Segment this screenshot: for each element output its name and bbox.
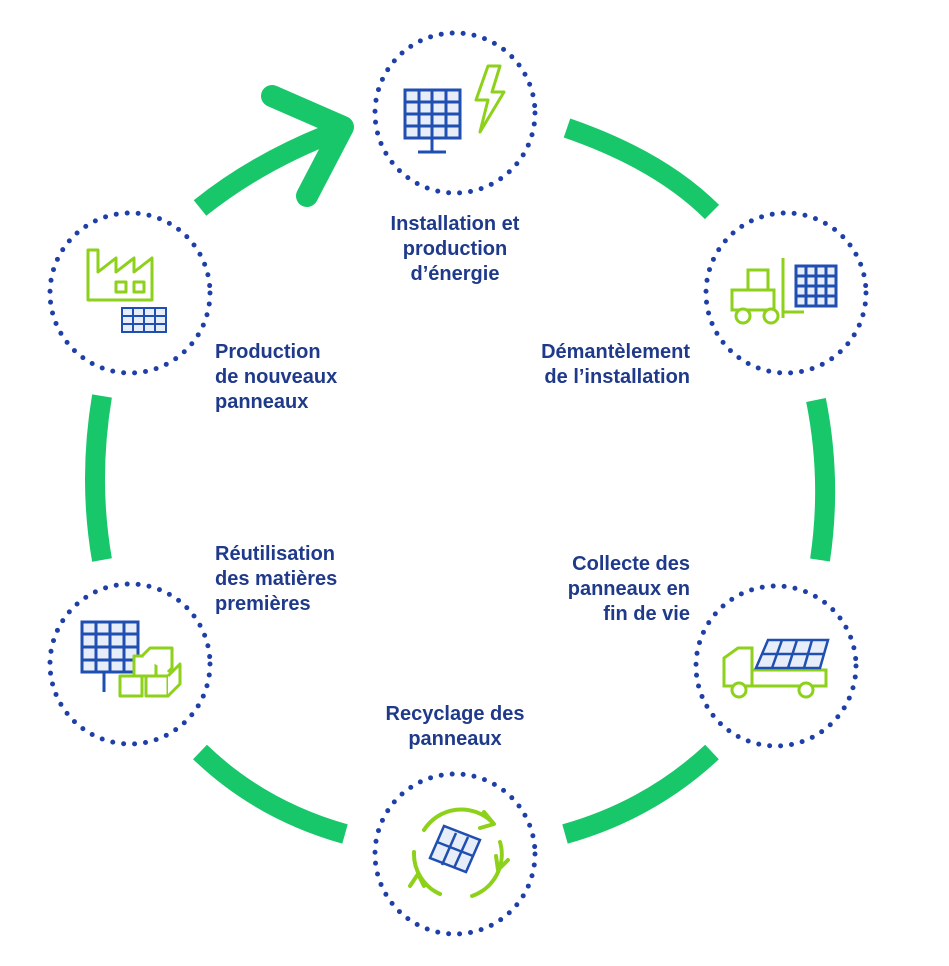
truck-solar-panels-icon — [722, 638, 830, 699]
arc-recycling-to-reuse — [193, 744, 348, 844]
label-reuse: Réutilisation des matières premières — [215, 542, 415, 617]
label-line: Collecte des — [572, 553, 690, 575]
solar-panel-materials-icon — [80, 620, 182, 698]
label-line: production — [402, 238, 508, 260]
label-line: de l’installation — [544, 366, 690, 388]
stage-circles — [47, 30, 869, 937]
circle-recycling — [372, 771, 538, 937]
circle-installation — [372, 30, 538, 196]
recycle-solar-panel-icon — [408, 807, 510, 898]
arc-reuse-to-production — [85, 394, 112, 562]
label-line: fin de vie — [603, 603, 690, 625]
circle-collection — [693, 583, 859, 749]
cycle-arcs — [85, 118, 836, 844]
label-line: des matières — [215, 568, 338, 590]
label-collection: Collecte des panneaux en fin de vie — [490, 552, 690, 627]
arc-production-to-installation — [193, 120, 344, 216]
forklift-solar-panel-icon — [730, 258, 838, 325]
label-production: Production de nouveaux panneaux — [215, 340, 415, 415]
circle-reuse — [47, 581, 213, 747]
cycle-arrowhead — [261, 85, 354, 207]
arc-dismantling-to-collection — [806, 398, 836, 562]
arc-installation-to-dismantling — [563, 118, 720, 220]
circle-production — [47, 210, 213, 376]
circle-dismantling — [703, 210, 869, 376]
arc-collection-to-recycling — [562, 744, 719, 844]
label-line: d’énergie — [410, 263, 500, 285]
label-line: Production — [215, 341, 321, 363]
label-installation: Installation et production d’énergie — [360, 212, 550, 287]
label-line: de nouveaux — [215, 366, 338, 388]
solar-panel-lightning-icon — [403, 64, 506, 154]
label-line: Recyclage des — [385, 703, 525, 725]
label-line: Réutilisation — [215, 543, 336, 565]
label-line: premières — [215, 593, 311, 615]
label-line: panneaux — [215, 391, 309, 413]
label-line: Démantèlement — [541, 341, 690, 363]
label-line: panneaux — [408, 728, 502, 750]
label-recycling: Recyclage des panneaux — [360, 702, 550, 752]
label-dismantling: Démantèlement de l’installation — [470, 340, 690, 390]
label-line: Installation et — [390, 213, 520, 235]
label-line: panneaux en — [567, 578, 690, 600]
factory-solar-panels-icon — [86, 248, 167, 333]
